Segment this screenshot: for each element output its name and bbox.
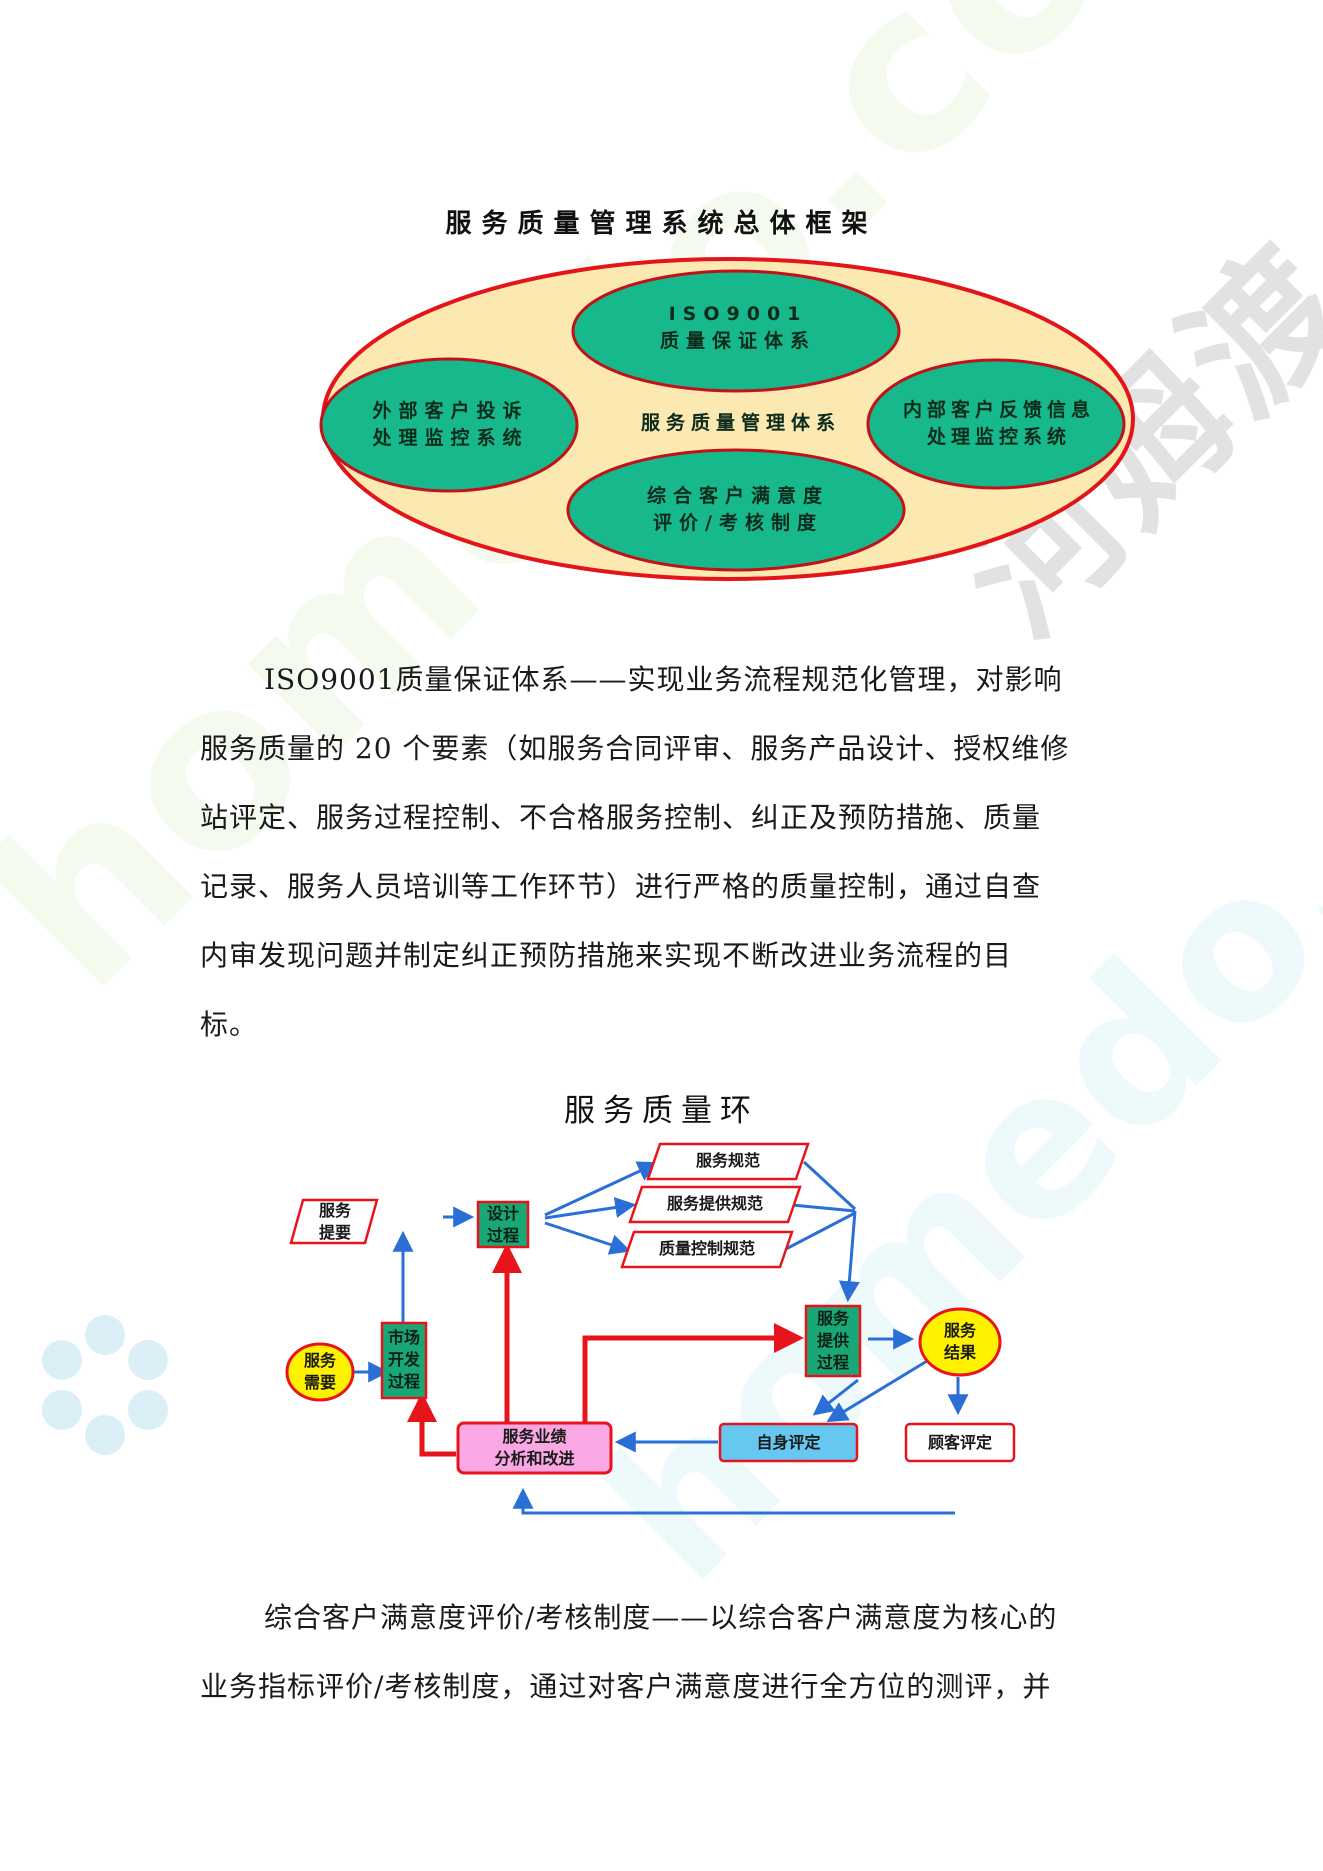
figure1-framework-diagram: ISO9001 质量保证体系 外部客户投诉 处理监控系统 内部客户反馈信息 处理… [318,253,1138,588]
center-label: 服务质量管理体系 [640,412,841,434]
paragraph1-line1-text: ——实现业务流程规范化管理，对影响 [569,663,1063,696]
market-process-line3: 过程 [387,1372,420,1391]
paragraph1-line2: 服务质量的 20 个要素（如服务合同评审、服务产品设计、授权维修 [200,732,1070,765]
service-need-label: 服务 需要 [287,1350,353,1394]
red-arrows [407,1243,804,1457]
delivery-process-line1: 服务 [816,1309,849,1328]
market-process-line1: 市场 [387,1328,420,1347]
analysis-line1: 服务业绩 [502,1427,567,1446]
service-brief-line1: 服务 [318,1201,351,1220]
bottom-ellipse-line2: 评价/考核制度 [653,512,823,534]
paragraph1-lead: ISO9001质量保证体系 [264,663,570,696]
bottom-ellipse [566,448,906,572]
right-ellipse-line1: 内部客户反馈信息 [902,399,1095,421]
market-process-label: 市场 开发 过程 [382,1327,426,1393]
service-brief-label: 服务 提要 [298,1200,372,1244]
paragraph1-line6: 标。 [200,1008,259,1041]
node-design-process [476,1200,530,1249]
node-service-brief [289,1198,379,1245]
design-process-line2: 过程 [486,1226,519,1245]
paragraph1-line4: 记录、服务人员培训等工作环节）进行严格的质量控制，通过自查 [200,870,1042,903]
node-spec-quality [620,1230,794,1269]
left-ellipse-line1: 外部客户投诉 [372,400,529,422]
paragraph2-line1: 综合客户满意度评价/考核制度——以综合客户满意度为核心的 [200,1583,1130,1652]
node-self-eval [718,1422,859,1463]
paragraph-satisfaction: 综合客户满意度评价/考核制度——以综合客户满意度为核心的 业务指标评价/考核制度… [200,1583,1130,1721]
node-delivery-process [804,1304,862,1378]
delivery-process-line3: 过程 [816,1353,849,1372]
figure1-title: 服务质量管理系统总体框架 [445,209,878,239]
node-customer-eval [904,1422,1016,1463]
node-service-result [918,1307,1002,1377]
bottom-ellipse-label: 综合客户满意度 评价/考核制度 [568,483,908,537]
service-brief-line2: 提要 [318,1223,351,1242]
spec-delivery-label: 服务提供规范 [666,1194,763,1213]
top-ellipse-line2: 质量保证体系 [659,330,816,352]
figure2-service-quality-loop: 服务 需要 服务 提要 市场 开发 过程 设计 过程 服务规范 服务提供规范 质… [260,1140,1060,1540]
service-need-line1: 服务 [303,1351,336,1370]
design-process-line1: 设计 [486,1204,519,1223]
analysis-label: 服务业绩 分析和改进 [458,1426,611,1470]
market-process-line2: 开发 [387,1350,420,1369]
paragraph1-line3: 站评定、服务过程控制、不合格服务控制、纠正及预防措施、质量 [200,801,1042,834]
left-ellipse [319,357,579,493]
service-result-label: 服务 结果 [920,1320,1000,1364]
service-need-line2: 需要 [303,1373,336,1392]
framework-diagram-svg [319,257,1135,581]
spec-service-label: 服务规范 [695,1151,760,1170]
delivery-process-label: 服务 提供 过程 [806,1308,860,1374]
delivery-process-line2: 提供 [816,1331,849,1350]
right-ellipse-label: 内部客户反馈信息 处理监控系统 [868,397,1130,451]
node-spec-service [646,1142,810,1181]
service-result-line2: 结果 [943,1343,976,1362]
bottom-ellipse-line1: 综合客户满意度 [646,485,829,507]
left-ellipse-line2: 处理监控系统 [372,427,529,449]
right-ellipse [866,358,1126,490]
node-analysis [456,1421,613,1475]
self-eval-label: 自身评定 [756,1433,821,1452]
flower-logo-icon [42,1315,168,1455]
paragraph2-line2: 业务指标评价/考核制度，通过对客户满意度进行全方位的测评，并 [200,1670,1052,1703]
analysis-line2: 分析和改进 [494,1449,575,1468]
customer-eval-label: 顾客评定 [927,1433,992,1452]
paragraph1-line5: 内审发现问题并制定纠正预防措施来实现不断改进业务流程的目 [200,939,1013,972]
left-ellipse-label: 外部客户投诉 处理监控系统 [323,398,578,452]
figure2-title: 服务质量环 [564,1093,759,1129]
spec-quality-label: 质量控制规范 [658,1239,755,1258]
right-ellipse-line2: 处理监控系统 [926,426,1071,448]
node-market-process [380,1321,428,1400]
service-result-line1: 服务 [943,1321,976,1340]
paragraph-iso9001: ISO9001质量保证体系——实现业务流程规范化管理，对影响 服务质量的 20 … [200,645,1130,1059]
design-process-label: 设计 过程 [478,1203,528,1247]
paragraph2-line1-text: 综合客户满意度评价/考核制度——以综合客户满意度为核心的 [264,1601,1058,1634]
node-spec-delivery [628,1185,802,1224]
paragraph1-line1: ISO9001质量保证体系——实现业务流程规范化管理，对影响 [200,645,1130,714]
top-ellipse-line1: ISO9001 [668,303,808,325]
quality-loop-svg [285,1142,1016,1515]
top-ellipse [571,269,901,393]
node-service-need [285,1342,355,1402]
blue-arrows [350,1160,969,1515]
top-ellipse-label: ISO9001 质量保证体系 [573,301,903,355]
